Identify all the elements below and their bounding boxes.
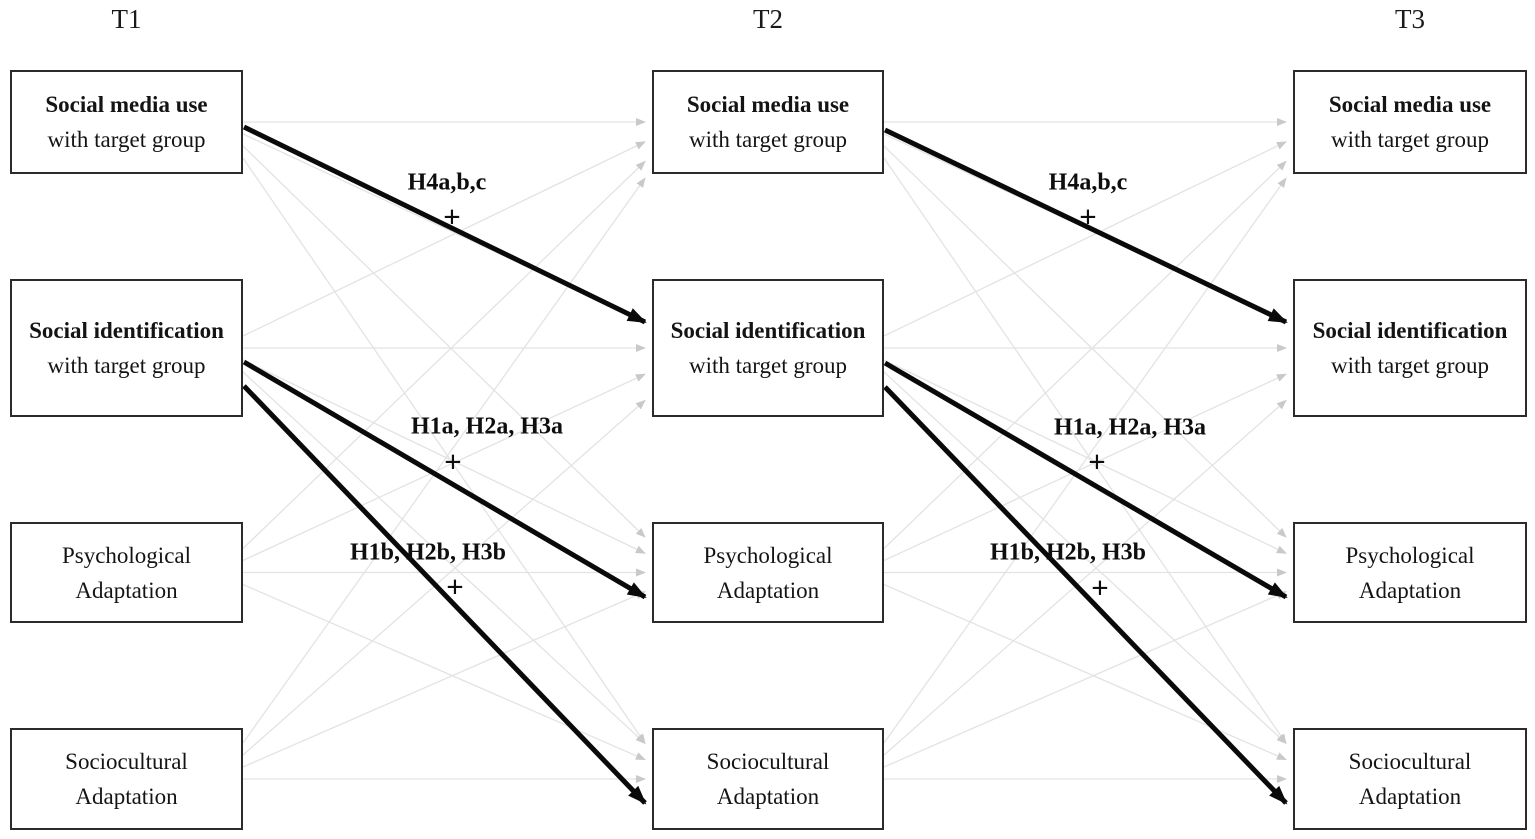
gray-path xyxy=(242,373,646,562)
box-subtitle: Adaptation xyxy=(75,784,178,809)
bold-hypothesis-arrow xyxy=(242,124,647,325)
plus-sign: + xyxy=(443,199,461,234)
gray-path xyxy=(883,160,1287,549)
box-title: Sociocultural xyxy=(65,749,188,774)
hypothesis-label-h123b-t1: H1b, H2b, H3b xyxy=(349,539,507,566)
box-title: Psychological xyxy=(1345,542,1475,568)
box-title: Social media use xyxy=(1328,92,1492,117)
gray-path xyxy=(883,145,1287,538)
gray-path xyxy=(883,591,1287,768)
gray-path xyxy=(883,359,1287,554)
gray-path xyxy=(242,177,646,744)
box-title: Social media use xyxy=(45,92,208,117)
bold-hypothesis-arrow xyxy=(883,385,1288,805)
hypothesis-label-h123b-t2: H1b, H2b, H3b xyxy=(989,539,1147,566)
box-social-identification-t1: Social identification with target group xyxy=(10,279,243,417)
time-header-t2: T2 xyxy=(753,4,783,34)
box-sociocultural-adaptation-t2: Sociocultural Adaptation xyxy=(652,728,884,830)
box-title: Sociocultural xyxy=(1348,749,1472,774)
box-subtitle: Adaptation xyxy=(1358,784,1462,809)
plus-sign: + xyxy=(444,444,462,479)
gray-path xyxy=(883,583,1287,761)
gray-path xyxy=(883,371,1287,744)
box-title: Social identification xyxy=(29,318,224,343)
box-subtitle: with target group xyxy=(689,353,847,378)
bold-hypothesis-arrow xyxy=(883,127,1288,325)
gray-path xyxy=(883,177,1287,744)
gray-path xyxy=(242,141,646,337)
box-subtitle: with target group xyxy=(1331,127,1489,152)
gray-path xyxy=(242,399,646,756)
box-title: Social identification xyxy=(1312,318,1508,343)
bold-hypothesis-arrow xyxy=(883,360,1288,600)
box-subtitle: with target group xyxy=(47,127,206,152)
box-subtitle: Adaptation xyxy=(1358,577,1462,603)
hypothesis-label-h123a-t2: H1a, H2a, H3a xyxy=(1053,414,1207,441)
hypothesis-label-h4-t1: H4a,b,c xyxy=(407,169,487,196)
gray-path xyxy=(242,591,646,768)
box-sociocultural-adaptation-t1: Sociocultural Adaptation xyxy=(10,728,243,830)
gray-path xyxy=(883,157,1287,745)
box-title: Psychological xyxy=(703,542,833,568)
gray-path xyxy=(242,160,646,549)
box-subtitle: with target group xyxy=(689,127,847,152)
box-subtitle: Adaptation xyxy=(716,577,820,603)
plus-sign: + xyxy=(1091,570,1109,605)
gray-path xyxy=(242,145,646,538)
box-subtitle: Adaptation xyxy=(716,784,820,809)
plus-sign: + xyxy=(1088,444,1106,479)
bold-hypothesis-arrow xyxy=(242,384,647,805)
hypothesis-label-h123a-t1: H1a, H2a, H3a xyxy=(410,413,564,440)
gray-path xyxy=(883,399,1287,756)
box-social-identification-t2: Social identification with target group xyxy=(652,279,884,417)
box-social-media-use-t2: Social media use with target group xyxy=(652,70,884,174)
box-psychological-adaptation-t3: Psychological Adaptation xyxy=(1293,522,1527,623)
box-subtitle: with target group xyxy=(47,353,206,378)
plus-sign: + xyxy=(446,569,464,604)
box-subtitle: Adaptation xyxy=(75,577,178,603)
box-title: Social media use xyxy=(686,92,850,117)
box-social-identification-t3: Social identification with target group xyxy=(1293,279,1527,417)
time-header-t1: T1 xyxy=(111,4,142,34)
plus-sign: + xyxy=(1079,199,1097,234)
box-social-media-use-t1: Social media use with target group xyxy=(10,70,243,174)
gray-path xyxy=(242,359,646,554)
gray-path xyxy=(242,583,646,761)
box-title: Social identification xyxy=(670,318,866,343)
time-header-t3: T3 xyxy=(1395,4,1425,34)
bold-hypothesis-arrow xyxy=(242,359,647,600)
gray-path xyxy=(883,373,1287,562)
gray-path xyxy=(242,157,646,745)
box-title: Sociocultural xyxy=(706,749,830,774)
box-social-media-use-t3: Social media use with target group xyxy=(1293,70,1527,174)
box-psychological-adaptation-t1: Psychological Adaptation xyxy=(10,522,243,623)
box-psychological-adaptation-t2: Psychological Adaptation xyxy=(652,522,884,623)
box-sociocultural-adaptation-t3: Sociocultural Adaptation xyxy=(1293,728,1527,830)
gray-path xyxy=(883,141,1287,337)
hypothesis-label-h4-t2: H4a,b,c xyxy=(1048,169,1128,196)
gray-path xyxy=(242,371,646,744)
box-subtitle: with target group xyxy=(1331,353,1489,378)
box-title: Psychological xyxy=(61,542,192,568)
